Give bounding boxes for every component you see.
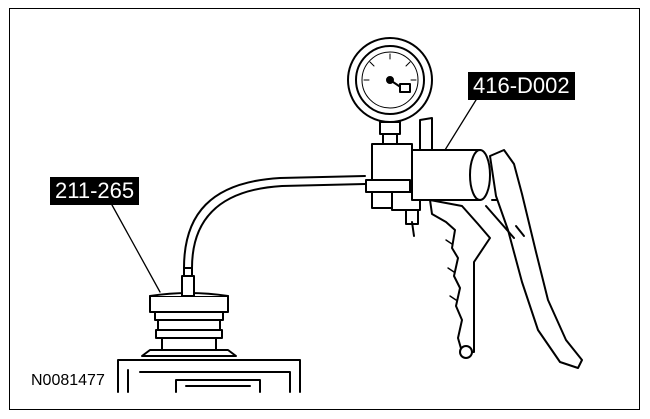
reservoir-housing bbox=[117, 359, 301, 393]
vacuum-hose bbox=[183, 175, 366, 269]
callout-cap-adapter: 211-265 bbox=[50, 177, 140, 205]
figure-code: N0081477 bbox=[29, 372, 107, 390]
callout-pump-tool: 416-D002 bbox=[468, 72, 575, 100]
vacuum-pump bbox=[347, 37, 583, 369]
cap-adapter bbox=[141, 267, 237, 357]
leader-lines bbox=[111, 99, 477, 293]
